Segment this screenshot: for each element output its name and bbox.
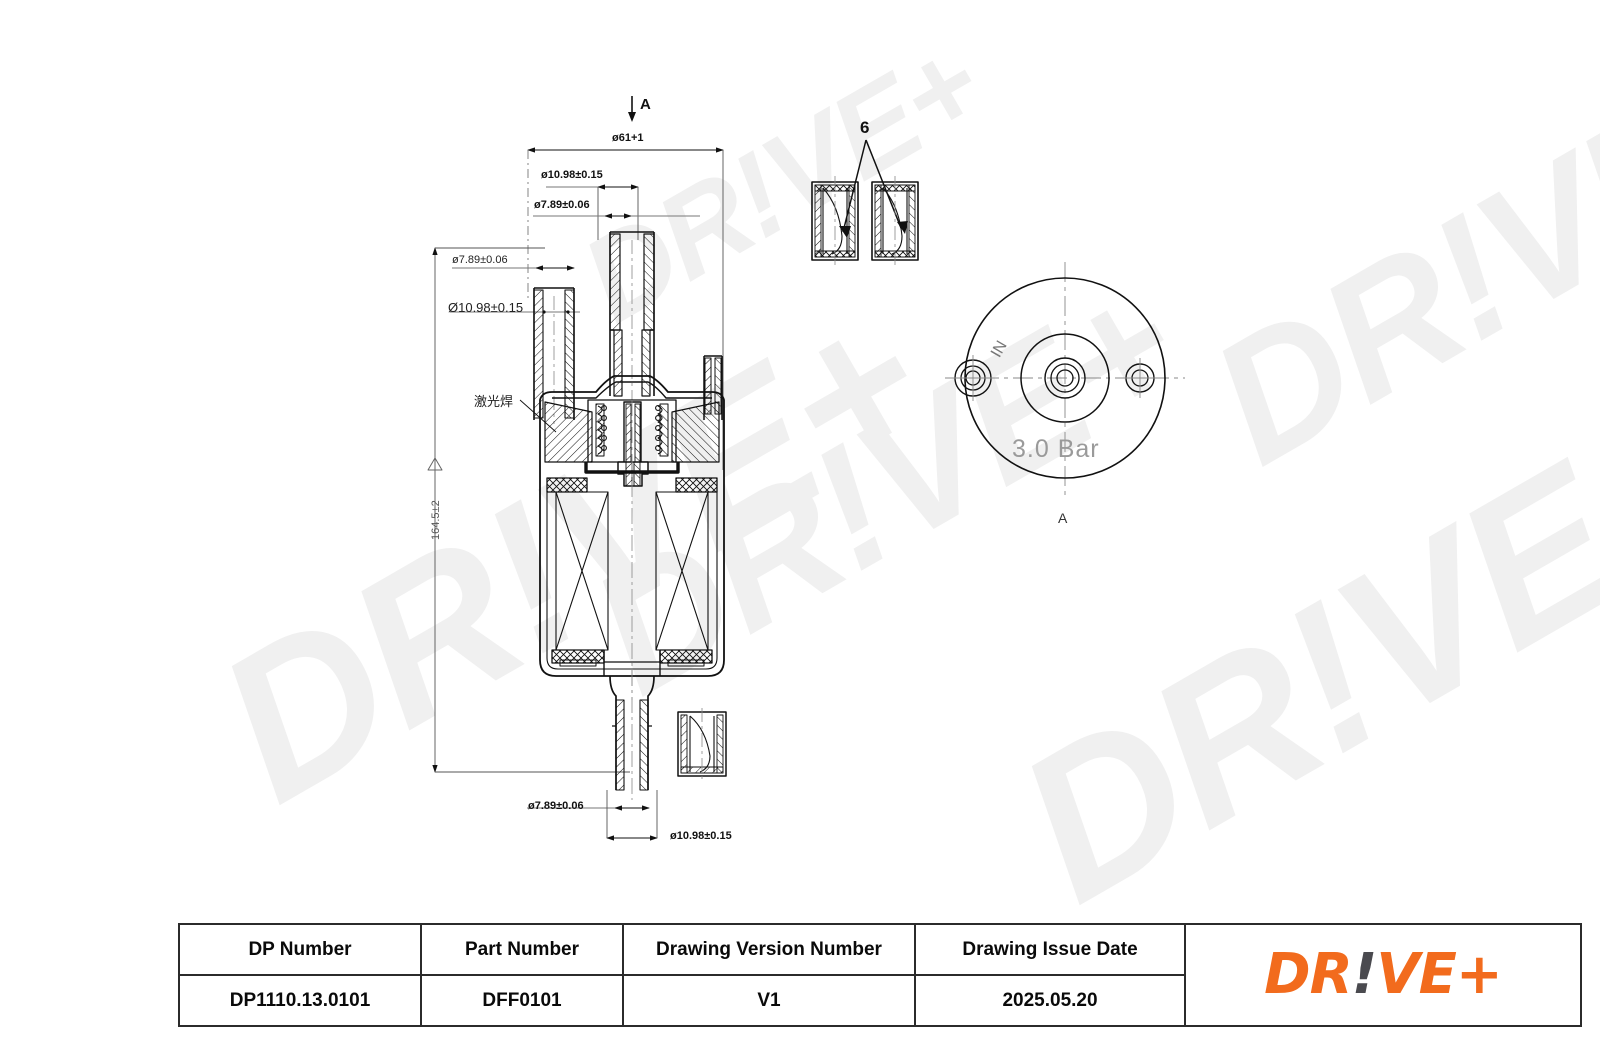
dim-overall-diameter <box>527 147 724 470</box>
title-block-column-logo: DR!VE+ <box>1186 925 1580 1025</box>
valve-stem <box>617 400 649 700</box>
header-issue-date: Drawing Issue Date <box>916 925 1184 976</box>
view-a-pressure-label: 3.0 Bar <box>1012 435 1100 463</box>
technical-drawing-canvas <box>427 96 1185 841</box>
value-part-number: DFF0101 <box>482 989 562 1011</box>
title-block-column-part-number: Part Number DFF0101 <box>422 925 624 1025</box>
logo-text-ve-plus: VE+ <box>1376 942 1503 1007</box>
brand-logo: DR!VE+ <box>1264 925 1503 1025</box>
title-block-column-drawing-version: Drawing Version Number V1 <box>624 925 916 1025</box>
filter-head-assembly <box>539 375 725 700</box>
top-seal-plate <box>546 477 718 493</box>
dim-overall-length-text: 164.5±2 <box>430 500 442 540</box>
note-laser-weld: 激光焊 <box>474 395 514 410</box>
filter-media <box>555 491 709 651</box>
header-drawing-version: Drawing Version Number <box>624 925 914 976</box>
dim-overall-diameter-text: ø61+1 <box>612 132 644 144</box>
value-drawing-version: V1 <box>757 989 781 1011</box>
top-inlet-tube <box>609 231 655 400</box>
header-part-number: Part Number <box>422 925 622 976</box>
dim-bottom-port-inner-text: ø7.89±0.06 <box>528 800 584 812</box>
bottom-outlet-tube <box>603 650 661 800</box>
side-inlet-tube <box>533 287 575 424</box>
dim-side-port-inner-text: ø7.89±0.06 <box>452 254 508 266</box>
seal-detail-bottom <box>677 708 727 782</box>
value-dp-number: DP1110.13.0101 <box>229 989 371 1011</box>
dim-overall-length <box>427 247 630 773</box>
logo-exclamation-icon: ! <box>1351 942 1378 1007</box>
title-block-column-dp-number: DP Number DP1110.13.0101 <box>180 925 422 1025</box>
title-block: DP Number DP1110.13.0101 Part Number DFF… <box>178 923 1582 1027</box>
dim-top-port-outer-text: ø10.98±0.15 <box>541 169 603 181</box>
dim-top-port-inner-text: ø7.89±0.06 <box>534 199 590 211</box>
dim-bottom-port-outer <box>606 790 658 841</box>
balloon-callout-6: 6 <box>860 118 870 137</box>
logo-text-dr: DR <box>1264 942 1353 1007</box>
title-block-column-issue-date: Drawing Issue Date 2025.05.20 <box>916 925 1186 1025</box>
section-marker-top-label: A <box>640 96 651 113</box>
value-issue-date: 2025.05.20 <box>1002 989 1098 1011</box>
view-a-end-view <box>945 262 1185 496</box>
seal-detail-pair <box>811 139 919 266</box>
dim-bottom-port-outer-text: ø10.98±0.15 <box>670 830 732 842</box>
dim-side-port-outer-text: Ø10.98±0.15 <box>448 300 524 315</box>
section-marker-top <box>628 96 636 122</box>
header-dp-number: DP Number <box>180 925 420 976</box>
view-a-label: A <box>1058 510 1068 526</box>
dim-top-port-outer <box>546 184 639 240</box>
